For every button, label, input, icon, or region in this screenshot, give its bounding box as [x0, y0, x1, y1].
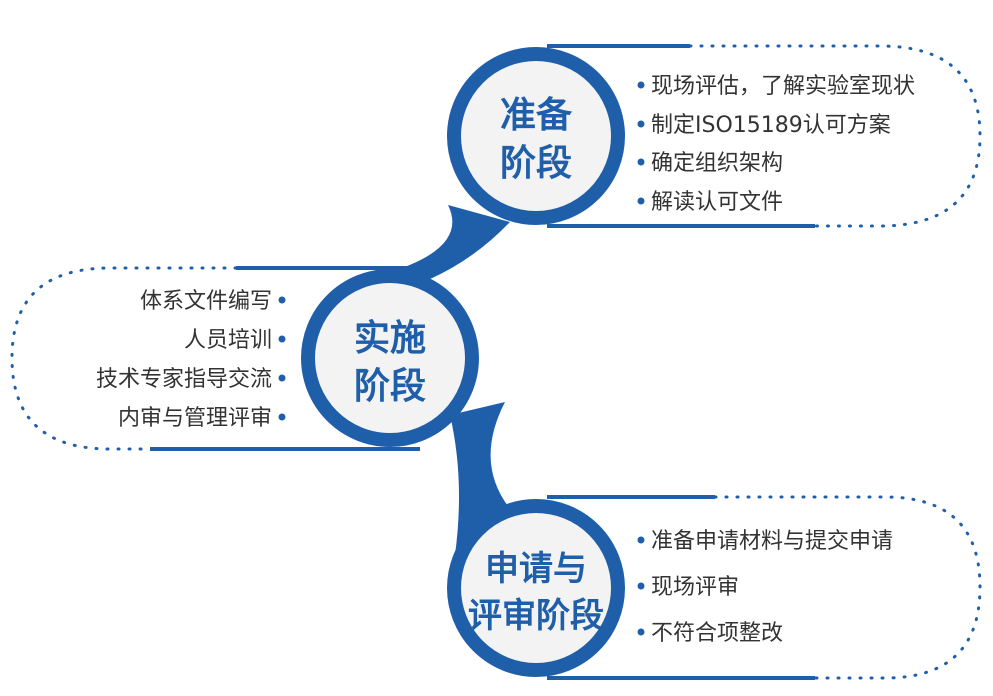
stage-3-circle	[447, 499, 625, 677]
stage-1-title-line-2: 阶段	[500, 143, 572, 184]
stage-2-item-4-bullet	[278, 413, 286, 421]
stage-preparation: 准备 阶段 现场评估，了解实验室现状 制定ISO15189认可方案 确定组织架构…	[447, 44, 982, 228]
stage-3-item-1-bullet	[637, 536, 645, 544]
stage-3-item-3-bullet	[637, 628, 645, 636]
stage-1-item-4: 解读认可文件	[651, 190, 783, 215]
stage-1-item-3-bullet	[637, 158, 645, 166]
stage-1-title-line-1: 准备	[500, 95, 573, 136]
stage-3-item-1: 准备申请材料与提交申请	[651, 529, 893, 554]
stage-2-circle	[301, 269, 479, 447]
stage-application-review: 申请与 评审阶段 准备申请材料与提交申请 现场评审 不符合项整改	[447, 495, 982, 680]
stage-1-dotted-outline	[688, 44, 982, 228]
stage-1-item-1: 现场评估，了解实验室现状	[651, 74, 915, 99]
stage-implementation: 实施 阶段 体系文件编写 人员培训 技术专家指导交流 内审与管理评审	[10, 266, 479, 451]
stage-3-title-line-1: 申请与	[485, 549, 587, 589]
stage-2-item-2: 人员培训	[184, 328, 272, 353]
stage-2-item-2-bullet	[278, 335, 286, 343]
stage-2-item-3-bullet	[278, 374, 286, 382]
stage-2-item-4: 内审与管理评审	[118, 406, 272, 431]
stage-3-item-2: 现场评审	[651, 575, 739, 600]
stage-3-item-3: 不符合项整改	[651, 621, 783, 646]
stage-1-item-1-bullet	[637, 81, 645, 89]
stage-2-item-3: 技术专家指导交流	[96, 367, 272, 392]
stage-3-title-line-2: 评审阶段	[468, 596, 604, 636]
stage-2-title-line-1: 实施	[354, 318, 426, 359]
stage-2-title-line-2: 阶段	[354, 366, 426, 407]
stage-1-item-3: 确定组织架构	[651, 151, 783, 176]
stage-1-item-2-bullet	[637, 120, 645, 128]
stage-2-item-1-bullet	[278, 296, 286, 304]
stage-2-dotted-outline	[10, 266, 238, 451]
stage-1-item-4-bullet	[637, 197, 645, 205]
stage-2-item-1: 体系文件编写	[140, 289, 272, 314]
stage-3-item-2-bullet	[637, 582, 645, 590]
stage-1-item-2: 制定ISO15189认可方案	[651, 113, 891, 138]
stage-1-circle	[447, 47, 625, 225]
stage-3-dotted-outline	[713, 495, 982, 680]
